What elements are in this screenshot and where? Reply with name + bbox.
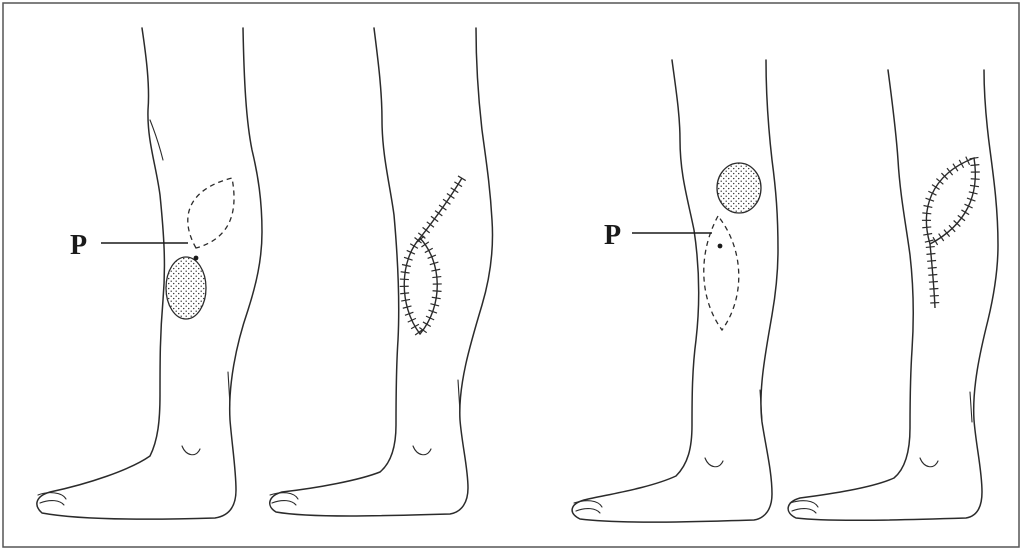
suture-stitch (454, 182, 462, 187)
suture-stitch (410, 244, 418, 249)
pivot-point-dot (194, 256, 199, 261)
sutured-flap (400, 176, 466, 335)
figure-border (3, 3, 1019, 547)
leg-outline (572, 60, 778, 522)
panel-3: P (572, 60, 778, 522)
suture-stitch (451, 188, 459, 193)
suture-stitch (922, 227, 931, 228)
suture-stitch (926, 254, 935, 255)
leg-outline (270, 28, 493, 516)
suture-stitch (400, 293, 409, 294)
suture-stitch (927, 261, 936, 262)
suture-stitch (458, 176, 466, 181)
suture-stitch (433, 291, 442, 292)
suture-stitch (401, 299, 410, 301)
suture-stitch (423, 322, 431, 327)
suture-stitch (421, 242, 428, 247)
suture-stitch (401, 272, 410, 273)
suture-stitch (959, 160, 963, 168)
suture-stitch (432, 277, 441, 278)
panel-1: P (37, 28, 262, 519)
panel-2 (270, 28, 493, 516)
suture-stitch (432, 297, 441, 298)
suture-stitch (939, 234, 944, 241)
suture-stitch (439, 205, 446, 210)
panel-4 (788, 70, 998, 520)
tissue-defect (166, 257, 206, 319)
suture-stitch (447, 194, 455, 199)
suture-stitch (970, 185, 979, 186)
suture-stitch (929, 289, 938, 290)
suture-stitch (411, 324, 419, 329)
suture-stitch (944, 230, 950, 237)
suture-stitch (929, 282, 938, 283)
suture-stitch (970, 165, 979, 166)
suture-stitch (443, 199, 450, 204)
suture-stitch (427, 222, 434, 227)
suture-stitch (922, 213, 931, 214)
sutured-flap (922, 157, 980, 308)
suture-stitch (971, 179, 980, 180)
suture-stitch (926, 247, 935, 248)
suture-stitch (930, 296, 939, 297)
leg-outline (37, 28, 262, 519)
flap-outline-dashed (188, 178, 234, 248)
suture-stitch (970, 157, 979, 158)
suture-stitch (431, 216, 438, 221)
tissue-defect (717, 163, 761, 213)
suture-stitch (953, 164, 958, 172)
suture-stitch (423, 227, 430, 232)
suture-stitch (923, 233, 932, 235)
suture-stitch (400, 279, 409, 280)
pivot-label: P (70, 230, 87, 261)
suture-stitch (961, 210, 969, 215)
suture-stitch (932, 185, 940, 190)
suture-stitch (958, 215, 965, 220)
suture-stitch (933, 237, 938, 245)
suture-stitch (928, 274, 937, 275)
leg-outline (788, 70, 998, 520)
pivot-point-dot (718, 244, 723, 249)
suture-stitch (928, 268, 937, 269)
pivot-label: P (604, 220, 621, 251)
suture-stitch (419, 327, 426, 332)
suture-stitch (435, 211, 442, 216)
